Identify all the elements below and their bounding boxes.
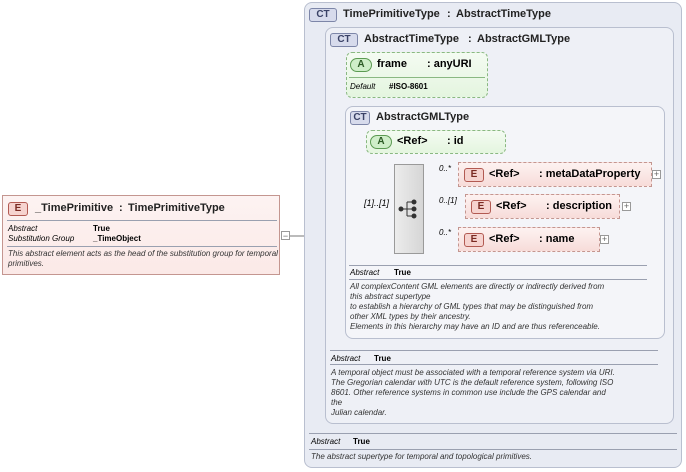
separator — [349, 279, 647, 280]
type-separator: : — [468, 33, 472, 45]
separator — [309, 449, 677, 450]
prop-key: Substitution Group — [8, 234, 75, 243]
collapse-toggle[interactable]: − — [281, 231, 290, 241]
child-multiplicity: 0..* — [439, 228, 452, 237]
separator — [7, 220, 277, 221]
separator — [349, 265, 647, 266]
description-line: Elements in this hierarchy may have an I… — [350, 322, 600, 331]
separator — [330, 364, 658, 365]
prop-key: Abstract — [331, 354, 361, 363]
type-name: AbstractGMLType — [376, 111, 470, 123]
element-badge: E — [464, 168, 484, 182]
prop-key: Abstract — [350, 268, 380, 277]
attribute-ref: <Ref> — [397, 135, 428, 147]
description-line: Julian calendar. — [331, 408, 387, 417]
prop-value: _TimeObject — [93, 234, 141, 243]
separator — [7, 246, 277, 247]
prop-key: Abstract — [311, 437, 341, 446]
element-badge: E — [464, 233, 484, 247]
description-line: 8601. Other reference systems in common … — [331, 388, 606, 397]
element-badge: E — [8, 202, 28, 216]
element-ref: <Ref> — [489, 168, 520, 180]
description-line: The Gregorian calendar with UTC is the d… — [331, 378, 614, 387]
separator — [330, 350, 658, 351]
expand-toggle[interactable]: + — [600, 234, 609, 244]
type-name: TimePrimitiveType — [343, 8, 440, 20]
child-element-description[interactable]: E <Ref> : description — [465, 194, 620, 219]
type-description: A temporal object must be associated wit… — [331, 368, 669, 418]
complex-type-badge: CT — [330, 33, 358, 47]
complex-type-badge: CT — [309, 8, 337, 22]
root-element-description: This abstract element acts as the head o… — [8, 249, 278, 268]
sequence-multiplicity: [1]..[1] — [364, 198, 390, 208]
child-multiplicity: 0..* — [439, 164, 452, 173]
element-name: : name — [539, 233, 575, 245]
attribute-type: : anyURI — [427, 58, 472, 70]
child-element-metadataproperty[interactable]: E <Ref> : metaDataProperty — [458, 162, 652, 187]
attribute-name: : id — [447, 135, 464, 147]
prop-value: True — [353, 437, 370, 446]
expand-toggle[interactable]: + — [622, 201, 631, 211]
frame-attribute-box[interactable]: A frame : anyURI Default #ISO-8601 — [346, 52, 488, 98]
attribute-name: frame — [377, 58, 407, 70]
element-ref: <Ref> — [496, 200, 527, 212]
description-line: this abstract supertype — [350, 292, 431, 301]
type-base: AbstractTimeType — [456, 8, 551, 20]
root-element-box[interactable]: E _TimePrimitive : TimePrimitiveType Abs… — [2, 195, 280, 275]
type-separator: : — [447, 8, 451, 20]
prop-value: True — [394, 268, 411, 277]
description-line: the — [331, 398, 343, 407]
description-line: to establish a hierarchy of GML types th… — [350, 302, 594, 311]
attribute-badge: A — [370, 135, 392, 149]
type-description: All complexContent GML elements are dire… — [350, 282, 662, 332]
prop-key: Abstract — [8, 224, 38, 233]
complex-type-badge: CT — [350, 111, 370, 125]
sequence-icon — [398, 199, 417, 219]
element-name: : description — [546, 200, 613, 212]
sequence-compositor[interactable] — [394, 164, 424, 254]
element-ref: <Ref> — [489, 233, 520, 245]
default-key: Default — [350, 82, 376, 91]
root-element-type: TimePrimitiveType — [128, 202, 225, 214]
prop-value: True — [374, 354, 391, 363]
prop-value: True — [93, 224, 110, 233]
expand-toggle[interactable]: + — [652, 169, 661, 179]
default-value: #ISO-8601 — [389, 82, 428, 91]
type-base: AbstractGMLType — [477, 33, 571, 45]
type-description: The abstract supertype for temporal and … — [311, 452, 532, 461]
description-line: All complexContent GML elements are dire… — [350, 282, 605, 291]
type-separator: : — [119, 202, 123, 214]
element-badge: E — [471, 200, 491, 214]
description-line: A temporal object must be associated wit… — [331, 368, 615, 377]
separator — [309, 433, 677, 434]
type-name: AbstractTimeType — [364, 33, 459, 45]
child-element-name[interactable]: E <Ref> : name — [458, 227, 600, 252]
element-name: : metaDataProperty — [539, 168, 641, 180]
id-attribute-box[interactable]: A <Ref> : id — [366, 130, 506, 154]
separator — [349, 77, 485, 78]
child-multiplicity: 0..[1] — [439, 196, 457, 205]
attribute-badge: A — [350, 58, 372, 72]
description-line: other XML types by their ancestry. — [350, 312, 471, 321]
root-element-name: _TimePrimitive — [35, 202, 114, 214]
